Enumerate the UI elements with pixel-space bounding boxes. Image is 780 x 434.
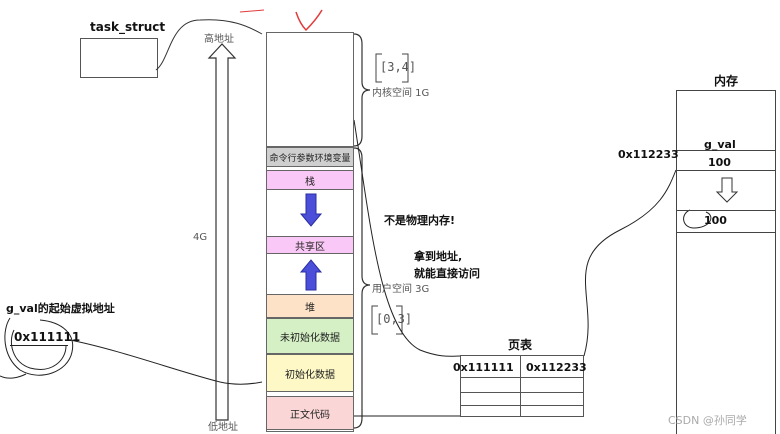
task-struct-box xyxy=(80,38,158,78)
segment-cmdline-env: 命令行参数环境变量 xyxy=(266,147,354,167)
low-address-label: 低地址 xyxy=(208,422,238,433)
memory-line xyxy=(676,90,776,91)
high-address-label: 高地址 xyxy=(204,34,234,45)
page-table-physical-cell: 0x112233 xyxy=(526,361,587,374)
memory-line xyxy=(676,150,776,151)
memory-address-label: 0x112233 xyxy=(618,148,679,161)
page-table-row-line xyxy=(460,392,584,393)
memory-var-name: g_val xyxy=(704,138,736,151)
task-struct-label: task_struct xyxy=(90,20,166,34)
range-up-arrow-icon xyxy=(207,43,237,421)
got-address-note-line2: 就能直接访问 xyxy=(414,267,480,280)
watermark: CSDN @孙同学 xyxy=(668,414,747,427)
page-table-row-line xyxy=(460,377,584,378)
page-table-divider xyxy=(520,355,521,417)
memory-block xyxy=(676,90,776,434)
got-address-note-line1: 拿到地址, xyxy=(414,250,463,263)
memory-title: 内存 xyxy=(714,74,739,88)
memory-value-new: 100 xyxy=(704,214,727,227)
not-physical-memory-note: 不是物理内存! xyxy=(384,214,456,227)
memory-line xyxy=(676,170,776,171)
user-space-label: 用户空间 3G xyxy=(372,284,430,295)
size-4g-label: 4G xyxy=(193,232,208,243)
segment-bss: 未初始化数据 xyxy=(266,318,354,354)
memory-line xyxy=(676,210,776,211)
user-range-handwritten: [0,3] xyxy=(376,312,413,326)
page-table-virtual-cell: 0x111111 xyxy=(453,361,514,374)
memory-value-old: 100 xyxy=(708,156,731,169)
g-val-virtual-label: g_val的起始虚拟地址 xyxy=(6,302,115,315)
page-table-row-line xyxy=(460,405,584,406)
page-table-title: 页表 xyxy=(508,338,533,352)
page-table xyxy=(460,355,584,417)
user-space-brace xyxy=(353,147,371,429)
segment-heap: 堆 xyxy=(266,294,354,318)
virtual-address-value: 0x111111 xyxy=(14,330,81,344)
kernel-space-brace xyxy=(353,33,371,147)
kernel-range-handwritten: [3,4] xyxy=(380,60,417,74)
segment-shared: 共享区 xyxy=(266,236,354,254)
kernel-space-label: 内核空间 1G xyxy=(372,88,430,99)
segment-kernel xyxy=(266,32,354,147)
segment-text: 正文代码 xyxy=(266,396,354,430)
segment-stack: 栈 xyxy=(266,170,354,190)
memory-line xyxy=(676,232,776,233)
virtual-address-underline xyxy=(10,345,68,346)
segment-data: 初始化数据 xyxy=(266,354,354,392)
